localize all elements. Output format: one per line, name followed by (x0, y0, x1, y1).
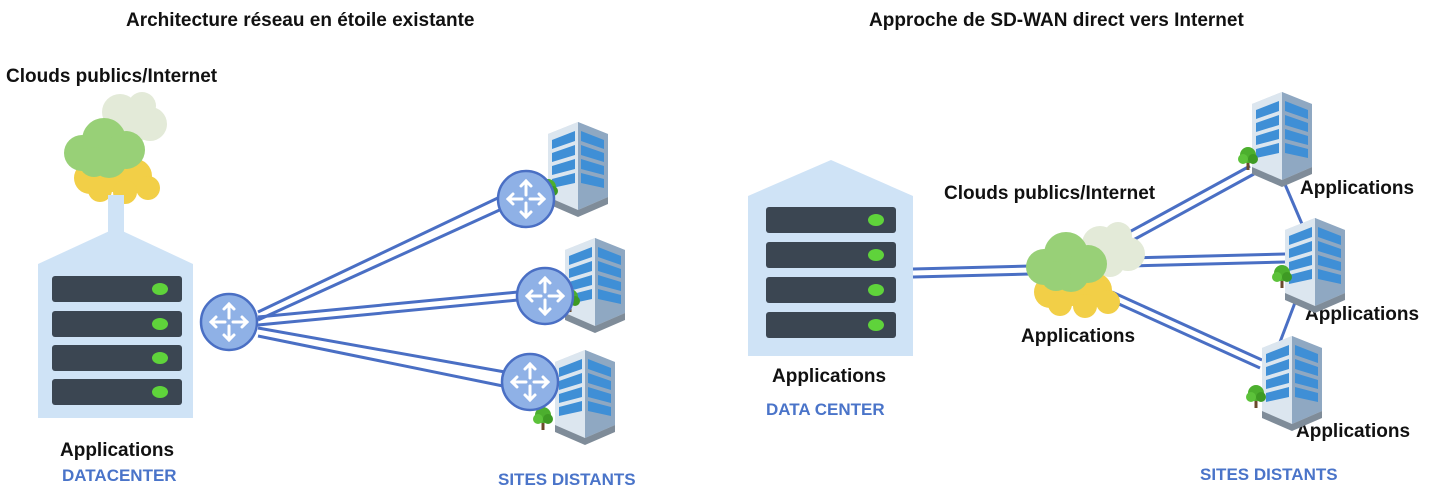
right-site3-building (1262, 336, 1322, 431)
right-site2-applications-label: Applications (1305, 304, 1420, 325)
left-site2-router-icon (515, 266, 575, 326)
right-server-rack (766, 207, 896, 338)
left-site2-building (565, 238, 625, 333)
left-diagram-title: Architecture réseau en étoile existante (126, 10, 475, 31)
left-site1-building (548, 122, 608, 217)
left-site1-router-icon (496, 169, 556, 229)
right-diagram-title: Approche de SD-WAN direct vers Internet (869, 10, 1244, 31)
right-cloud-applications-label: Applications (1021, 326, 1136, 347)
left-dc-applications-label: Applications (60, 440, 175, 461)
left-links (257, 194, 519, 388)
left-server-rack (52, 276, 182, 405)
left-hub-router-icon (199, 292, 259, 352)
left-chimney (108, 195, 124, 232)
left-site3-building (555, 350, 615, 445)
right-sites-label: SITES DISTANTS (1200, 465, 1338, 484)
right-site3-applications-label: Applications (1296, 421, 1411, 442)
right-site2-building (1285, 218, 1345, 313)
left-clouds-label: Clouds publics/Internet (6, 66, 218, 87)
left-site3-router-icon (500, 352, 560, 412)
right-site1-applications-label: Applications (1300, 178, 1415, 199)
left-datacenter-label: DATACENTER (62, 466, 177, 485)
right-clouds-label: Clouds publics/Internet (944, 183, 1156, 204)
right-dc-applications-label: Applications (772, 366, 887, 387)
right-site1-building (1252, 92, 1312, 187)
left-sites-label: SITES DISTANTS (498, 470, 636, 489)
right-datacenter-label: DATA CENTER (766, 400, 885, 419)
right-links (912, 164, 1304, 370)
